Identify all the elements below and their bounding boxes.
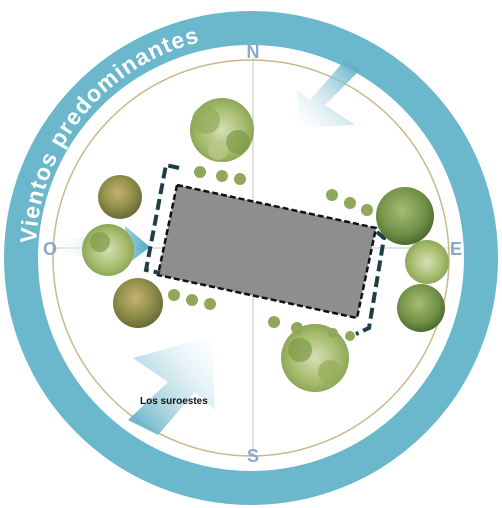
outer-ring [4,11,498,505]
left-wall [143,162,180,275]
wind-arrow-icon-southwest [128,336,215,435]
tree-icon-west-middle [82,224,134,276]
shrub-icon-group-southwest [168,289,216,310]
tree-icon-west-top [98,175,142,219]
compass-south: S [247,446,259,466]
shrub-icon-group-northeast [326,189,373,216]
shrub-icon-group-north [194,166,246,185]
compass-west: O [43,239,57,259]
tree-icon-north [190,98,254,162]
right-wall [355,230,387,336]
wind-arrow-icon-northeast [297,60,360,128]
tree-icon-east-bottom [397,284,445,332]
compass-north: N [247,42,260,62]
tree-icon-south [281,324,349,392]
shrub-icon-group-south [268,316,355,341]
tree-icon-east-top [376,187,434,245]
tree-icon-east-middle [405,240,449,284]
compass-east: E [450,239,462,259]
tree-icon-west-bottom [113,278,163,328]
wind-label: Los suroestes [140,396,208,407]
building-footprint [156,183,378,320]
